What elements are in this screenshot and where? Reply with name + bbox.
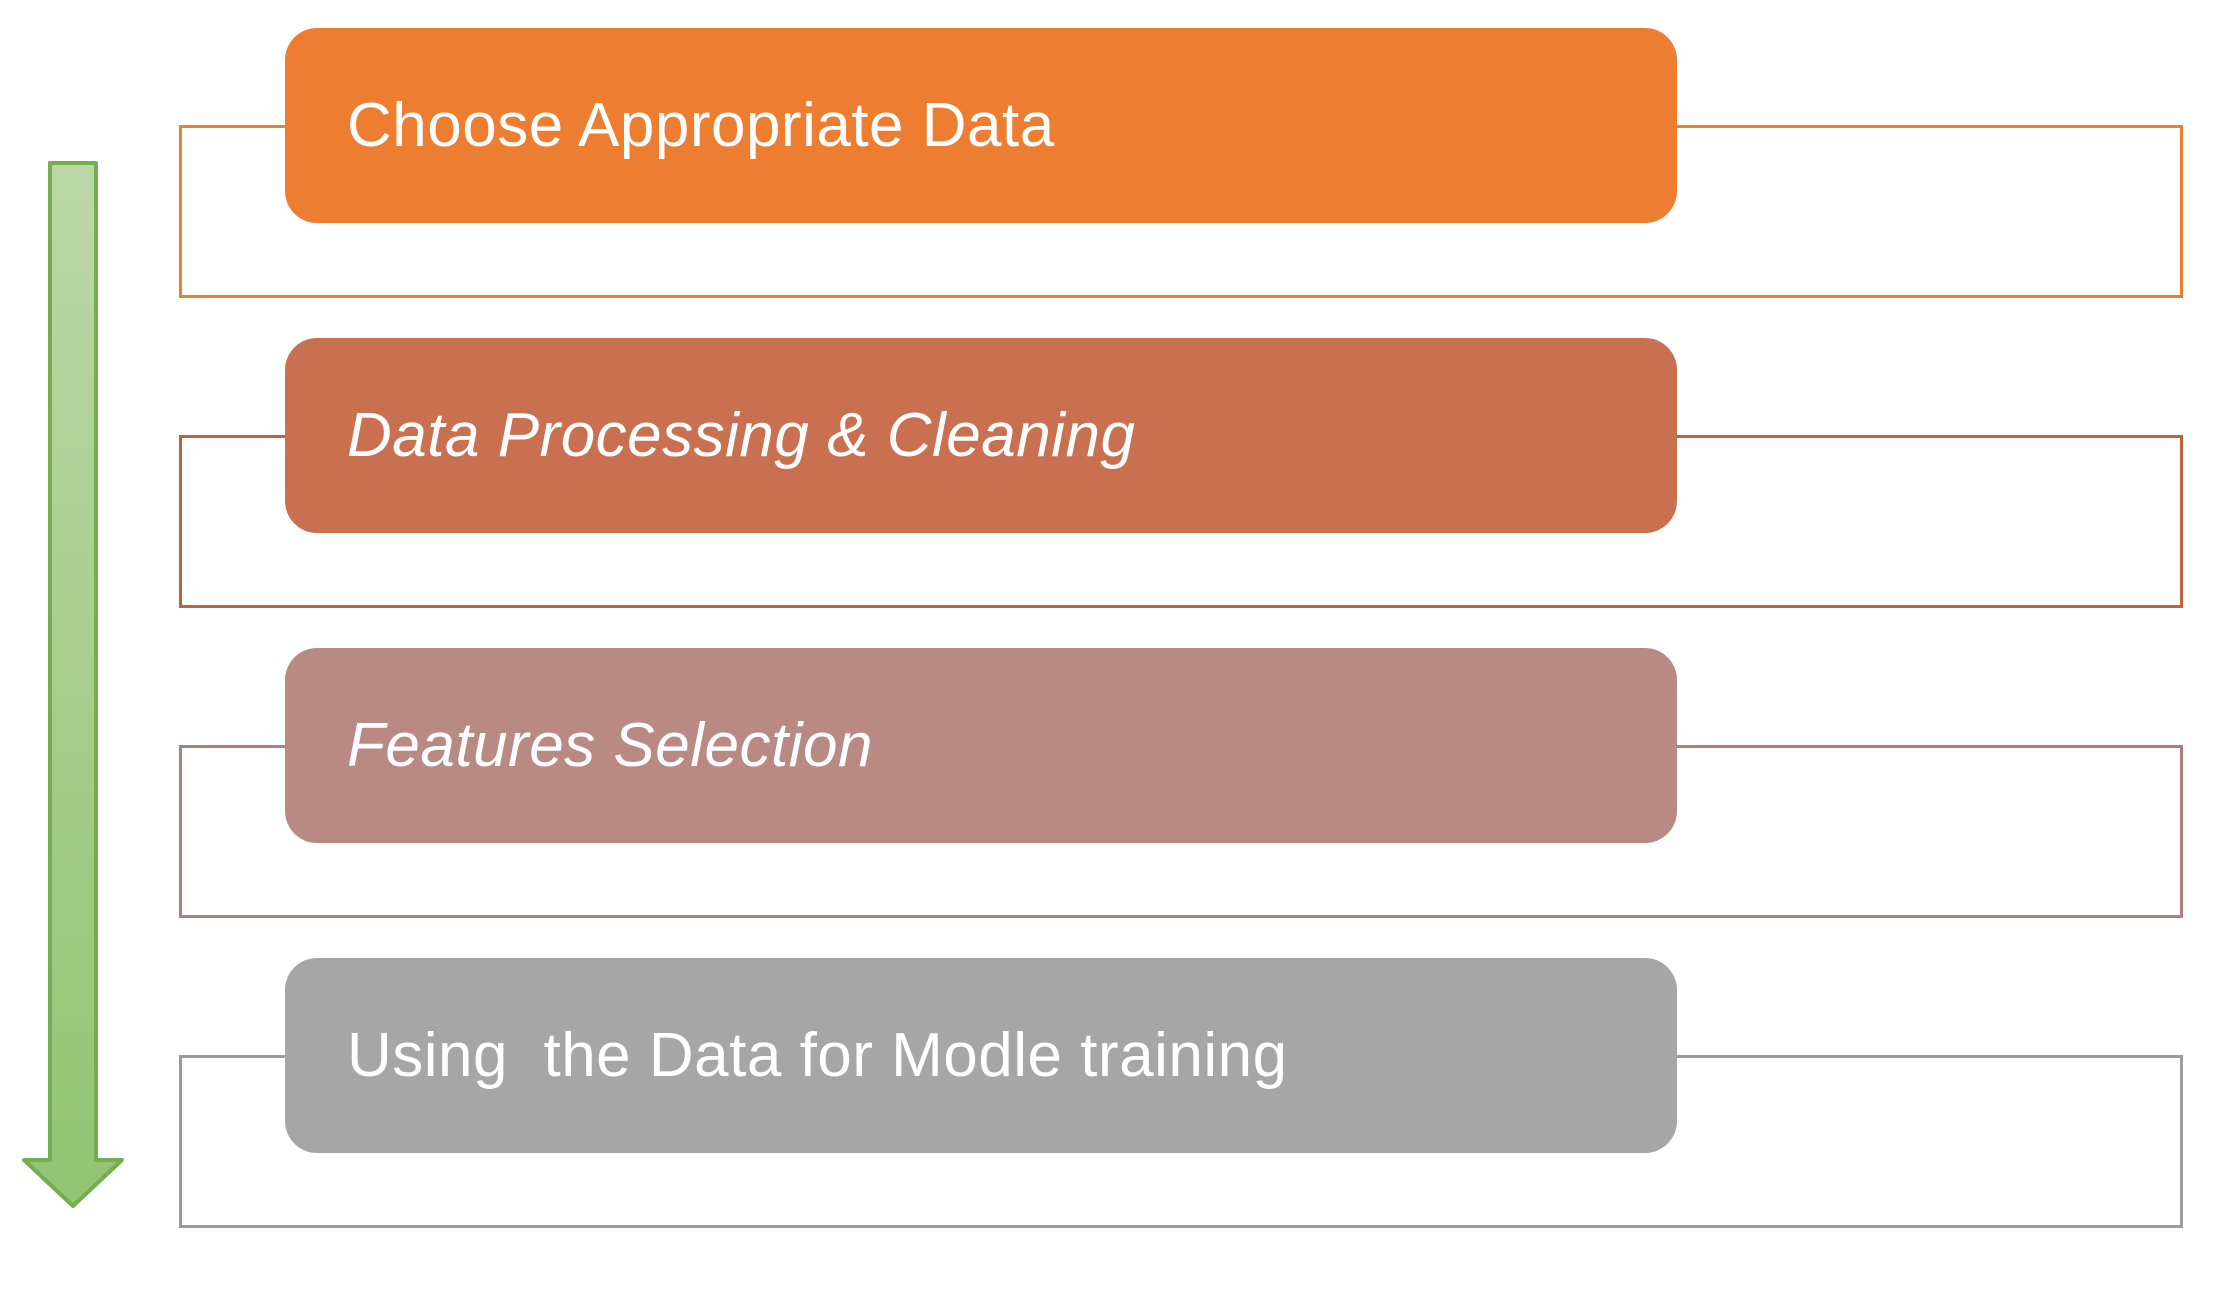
step-box-model-training: Using the Data for Modle training [285,958,1677,1153]
down-arrow-shape [22,161,124,1208]
down-arrow-icon [22,161,124,1208]
step-label-4: Using the Data for Modle training [347,1020,1288,1090]
step-label-1: Choose Appropriate Data [347,90,1055,160]
step-label-3: Features Selection [347,710,873,780]
step-box-features-selection: Features Selection [285,648,1677,843]
step-label-2: Data Processing & Cleaning [347,400,1136,470]
step-box-data-processing: Data Processing & Cleaning [285,338,1677,533]
step-box-choose-data: Choose Appropriate Data [285,28,1677,223]
